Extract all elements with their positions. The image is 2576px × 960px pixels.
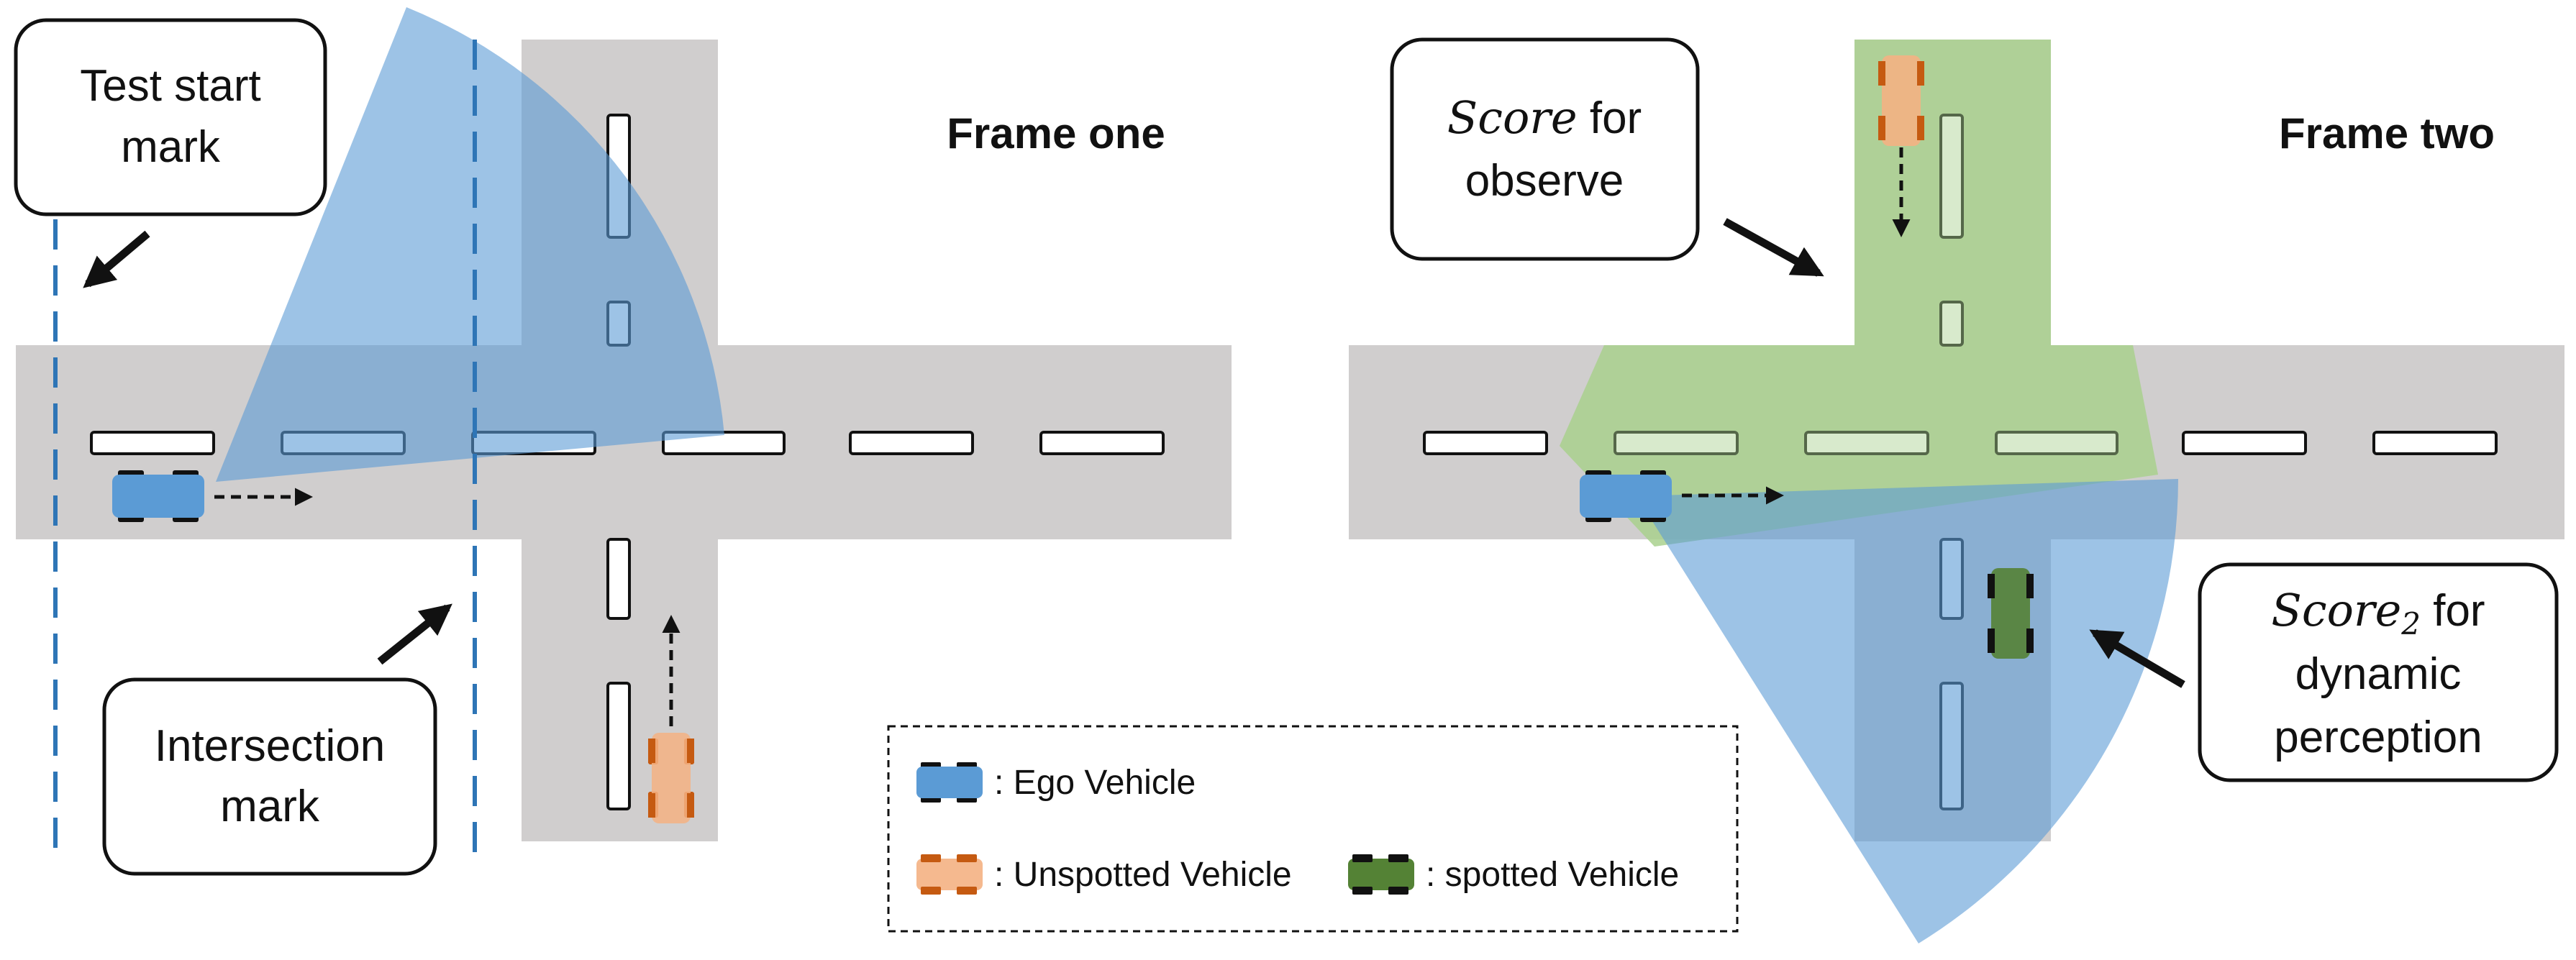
callout-test-start-line2: mark [121,122,221,172]
frame-one: Test start mark Intersection mark Frame … [14,7,1232,876]
observe-region [1560,40,2158,547]
arrow-icon [2089,629,2185,688]
callout-test-start: Test start mark [14,18,327,216]
legend-unspotted-swatch [916,854,983,895]
score-observe-math: Score [1447,91,1578,144]
score-dynamic-math: Score [2271,584,2401,636]
score-observe-line2: observe [1465,156,1624,206]
legend-ego-label: : Ego Vehicle [994,764,1196,802]
frame-one-title: Frame one [947,109,1165,157]
callout-intersection-line2: mark [220,782,320,831]
score-dynamic-subscript: 2 [2400,606,2421,641]
legend-unspotted-label: : Unspotted Vehicle [994,856,1292,894]
arrow-icon [1723,218,1824,277]
frame-two-title: Frame two [2279,109,2495,157]
callout-test-start-line1: Test start [80,61,261,111]
svg-text:Score for: Score for [1447,91,1642,144]
observe-region-overlay [1560,40,2158,547]
callout-intersection: Intersection mark [102,677,437,876]
legend: : Ego Vehicle : Unspotted Vehicle : spot… [887,725,1739,933]
score-dynamic-line3: perception [2274,713,2482,762]
arrow-icon [83,230,150,288]
legend-spotted-label: : spotted Vehicle [1426,856,1679,894]
spotted-vehicle-icon [1988,568,2034,659]
unspotted-vehicle-icon [648,733,694,823]
callout-score-observe: Score for observe [1390,37,1700,261]
frame-two: Score for observe Score2 for dynamic per… [1349,37,2564,943]
ego-field-of-view-frame-one [216,7,724,482]
ego-vehicle-icon [112,470,204,522]
legend-ego-swatch [916,762,983,803]
arrow-icon [377,603,452,665]
callout-intersection-line1: Intersection [155,721,386,771]
score-dynamic-line2: dynamic [2295,649,2462,699]
score-observe-for: for [1578,93,1642,143]
score-dynamic-for: for [2421,586,2485,636]
callout-score-dynamic: Score2 for dynamic perception [2198,562,2559,782]
legend-spotted-swatch [1348,854,1414,895]
ego-field-of-view-frame-two [1637,479,2178,943]
unspotted-vehicle-icon [1878,55,1924,146]
svg-text:Score2 for: Score2 for [2271,584,2485,641]
lane-markings-horizontal-frame-two [1423,431,2498,455]
ego-vehicle-icon [1580,470,1672,522]
